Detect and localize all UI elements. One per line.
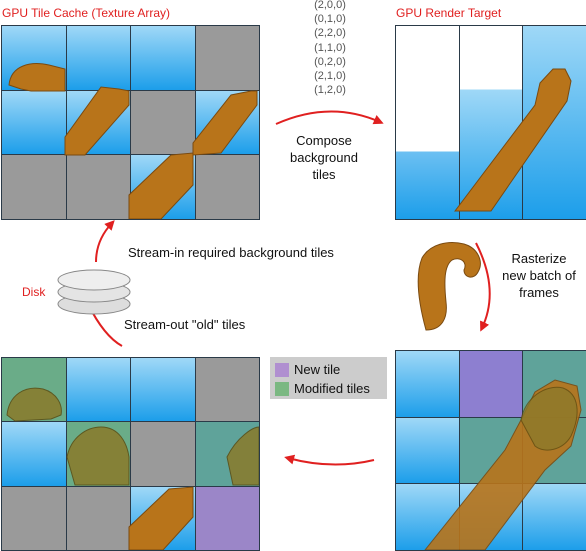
render-target-title: GPU Render Target	[396, 6, 502, 20]
render-target-tile	[459, 26, 524, 220]
tile-cache-grid	[1, 25, 260, 220]
cache-tile	[66, 155, 131, 220]
cache-tile	[131, 155, 196, 220]
render-target-tile	[396, 484, 460, 551]
cache-tile	[131, 486, 196, 551]
cache-tile	[131, 422, 196, 487]
rasterize-label: Rasterize new batch of frames	[502, 251, 576, 300]
disk-icon	[57, 269, 131, 315]
stream-out-label: Stream-out "old" tiles	[124, 317, 246, 332]
cache-tile	[131, 358, 196, 423]
tile-coordinate-list: (2,0,0) (0,1,0) (2,2,0) (1,1,0) (0,2,0) …	[300, 0, 360, 97]
return-arrow	[284, 454, 375, 466]
render-target-tile	[523, 351, 586, 418]
compose-arrow	[275, 110, 384, 125]
cache-tile	[2, 486, 67, 551]
cache-tile	[2, 155, 67, 220]
cache-tile	[195, 155, 260, 220]
tile-coordinate: (2,1,0)	[314, 70, 346, 83]
cache-tile	[131, 26, 196, 91]
render-target-tile	[459, 417, 524, 485]
cache-tile	[66, 26, 131, 91]
stream-in-arrow	[95, 220, 115, 263]
modified-tiles-swatch	[275, 381, 289, 396]
render-target-grid	[395, 25, 586, 220]
compose-label: Compose background tiles	[290, 133, 358, 182]
legend-item-new-tile: New tile	[275, 360, 387, 379]
composited-render-target-grid	[395, 350, 586, 551]
tile-coordinate: (1,2,0)	[314, 84, 346, 97]
cache-tile	[2, 358, 67, 423]
cache-tile	[2, 90, 67, 156]
cache-tile	[195, 90, 260, 156]
cache-tile	[195, 486, 260, 551]
stream-in-label: Stream-in required background tiles	[128, 245, 334, 260]
updated-cache-grid	[1, 357, 260, 551]
tile-coordinate: (2,0,0)	[314, 0, 346, 11]
cache-tile	[66, 422, 131, 487]
cache-tile	[195, 358, 260, 423]
render-target-tile	[523, 26, 586, 220]
tile-cache-title: GPU Tile Cache (Texture Array)	[2, 6, 171, 20]
render-target-tile	[396, 351, 460, 418]
tile-coordinate: (1,1,0)	[314, 41, 346, 54]
cache-tile	[195, 26, 260, 91]
new-tile-swatch	[275, 362, 289, 377]
cache-tile	[2, 26, 67, 91]
tile-coordinate: (0,2,0)	[314, 55, 346, 68]
render-target-tile	[523, 417, 586, 485]
cache-tile	[195, 422, 260, 487]
disk-label: Disk	[22, 285, 46, 299]
tile-coordinate: (2,2,0)	[314, 27, 346, 40]
legend-item-modified-tiles: Modified tiles	[275, 379, 387, 398]
render-target-tile	[459, 484, 524, 551]
render-target-tile	[396, 26, 460, 220]
tile-coordinate: (0,1,0)	[314, 13, 346, 26]
cache-tile	[66, 486, 131, 551]
render-target-tile	[523, 484, 586, 551]
render-target-tile	[396, 417, 460, 485]
cache-tile	[66, 90, 131, 156]
organism-3d-shape	[417, 242, 481, 331]
cache-tile	[66, 358, 131, 423]
cache-tile	[131, 90, 196, 156]
render-target-tile	[459, 351, 524, 418]
legend: New tile Modified tiles	[270, 357, 387, 399]
cache-tile	[2, 422, 67, 487]
